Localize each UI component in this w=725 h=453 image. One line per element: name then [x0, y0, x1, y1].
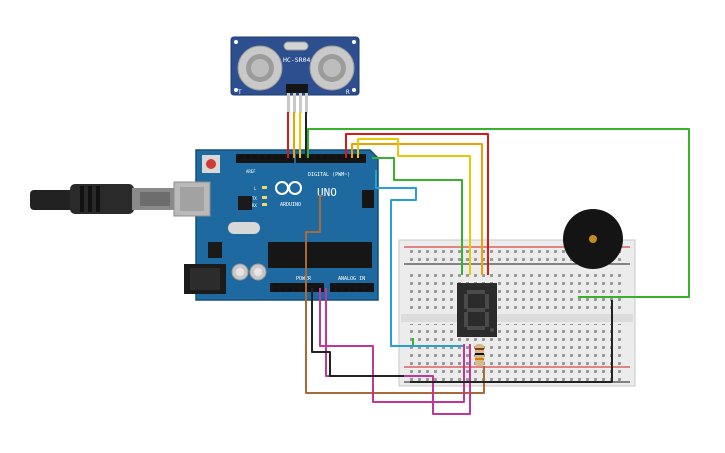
- piezo-buzzer[interactable]: [563, 209, 623, 269]
- arduino-logo: ARDUINO: [275, 181, 302, 208]
- wire-green-display: [372, 157, 463, 275]
- arduino-uno-board[interactable]: ARDUINO UNO DIGITAL (PWM~) POWER ANALOG …: [173, 149, 379, 301]
- wire-magenta-2: [325, 288, 471, 415]
- seven-segment-display[interactable]: [457, 283, 497, 337]
- sensor-transmitter: [237, 45, 283, 91]
- segment-digit: [464, 290, 494, 332]
- wire-orange-display: [351, 143, 483, 275]
- sensor-model-label: HC-SR04: [283, 56, 310, 64]
- wire-black-gnd: [311, 288, 404, 377]
- digital-header-label: DIGITAL (PWM~): [308, 172, 350, 178]
- led-label-rx: RX: [252, 203, 257, 208]
- arduino-logo-text: ARDUINO: [280, 202, 301, 208]
- usb-cable: [30, 184, 176, 214]
- wire-gray-rail: [410, 300, 613, 383]
- aref-label: AREF: [246, 169, 256, 174]
- sensor-t-label: T: [238, 89, 242, 96]
- analog-header-label: ANALOG IN: [338, 276, 365, 282]
- sensor-receiver: [309, 45, 355, 91]
- power-header-label: POWER: [296, 276, 312, 282]
- wire-brown: [305, 195, 485, 394]
- ultrasonic-sensor[interactable]: HC-SR04 T R: [230, 36, 360, 113]
- wire-yellow-display: [357, 138, 471, 275]
- led-label-tx: TX: [252, 196, 257, 201]
- wire-magenta-1: [319, 288, 465, 403]
- wire-green-buzzer: [307, 128, 690, 298]
- wire-blue-display: [375, 170, 464, 347]
- sensor-r-label: R: [346, 89, 350, 96]
- board-leds: L TX RX: [252, 186, 267, 208]
- led-label-l: L: [254, 186, 257, 191]
- wire-red-display: [345, 133, 489, 275]
- wires: [287, 112, 690, 415]
- resistor[interactable]: [475, 344, 484, 366]
